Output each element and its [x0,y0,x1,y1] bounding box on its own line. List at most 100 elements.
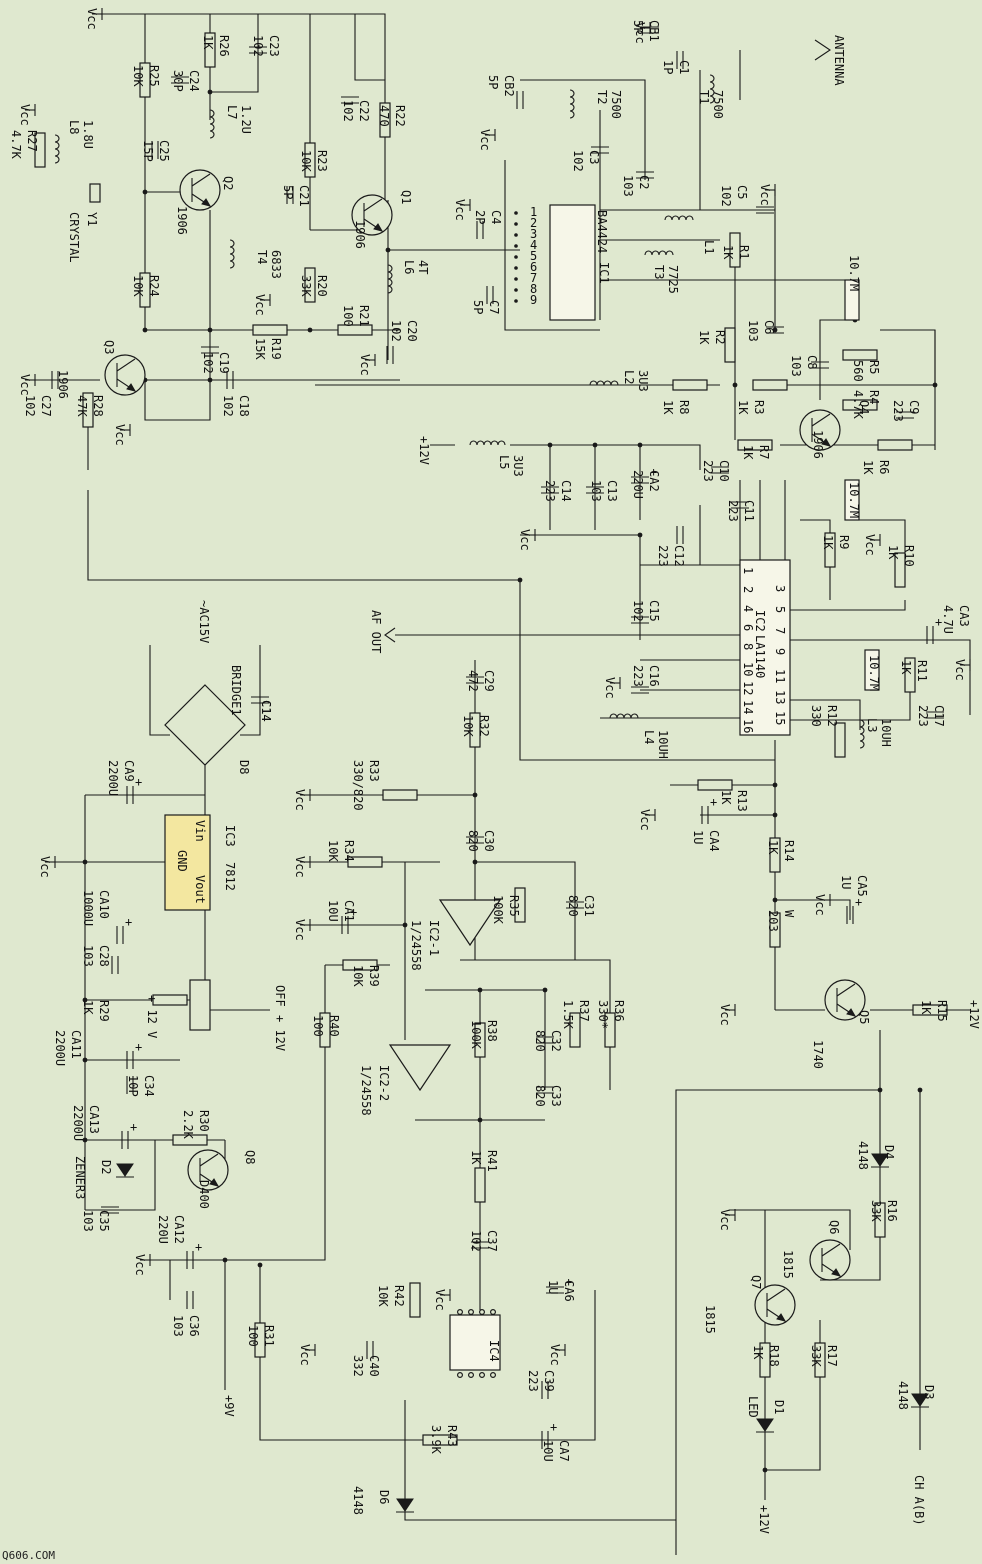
inductor-ref: T1 [697,90,711,104]
capacitor-ref: C2 [637,175,651,189]
capacitor-ref: C7 [487,300,501,314]
vcc-symbol: Vcc [633,22,651,44]
junction-dot [592,442,598,448]
capacitor-ref: C3 [587,150,601,164]
capacitor-ref: CA11 [69,1030,83,1059]
capacitor-ref: C36 [187,1315,201,1337]
vcc-symbol: Vcc [293,919,311,941]
bridge-label: BRIDGE1 [229,665,243,716]
ic2-pin-label: 15 [773,711,787,725]
capacitor-c12 [676,526,684,544]
capacitor-ref: C37 [485,1230,499,1252]
ic4-pin [490,1371,497,1378]
capacitor-ref: C34 [142,1075,156,1097]
resistor-value: 1K [721,245,735,260]
vcc-symbol: Vcc [298,1344,316,1366]
transistor-ref: Q5 [857,1010,871,1024]
transistor-q7 [754,1284,796,1326]
ic2-pin-label: 16 [741,719,755,733]
capacitor-ref: C33 [549,1085,563,1107]
junction-dot [477,987,483,993]
capacitor-ref: C11 [742,500,756,522]
resistor-ref: R35 [507,895,521,917]
capacitor-c24 [171,76,189,84]
resistor-ref: R18 [767,1345,781,1367]
resistor-ref: R31 [262,1325,276,1347]
ic4-body [449,1314,501,1371]
resistor-ref: R15 [935,1000,949,1022]
capacitor-ca11: + [126,1040,142,1069]
junction-dot [542,987,548,993]
opamp-part: 1/24558 [409,920,423,971]
vcc-symbol: Vcc [85,8,103,30]
resistor-value: 100 [341,305,355,327]
resistor-r23 [304,142,316,178]
af-out-label: AF OUT [369,610,383,653]
resistor-value: 47K [75,395,89,417]
ic1-pin [514,211,518,215]
capacitor-value: 102 [221,395,235,417]
resistor-ref: R38 [485,1020,499,1042]
inductor-l2 [589,380,619,386]
vcc-symbol: Vcc [293,856,311,878]
capacitor-value: 103 [621,175,635,197]
ic2-pin-label: 9 [773,648,787,655]
ic4-pin [468,1308,475,1315]
resistor-ref: R29 [97,1000,111,1022]
vcc-symbol: Vcc [718,1004,736,1026]
junction-dot [222,1257,228,1263]
diode-ref: D2 [99,1160,113,1174]
resistor-ref: R43 [445,1425,459,1447]
ic1-pin-label: 6 [530,260,537,274]
resistor-r36 [604,1012,616,1048]
svg-text:Vcc: Vcc [758,184,772,206]
resistor-ref: R8 [677,400,691,414]
inductor-value: 1.2U [239,105,253,134]
wire [210,14,259,93]
ic1-part: BA4424 [595,210,609,253]
capacitor-value: 223 [543,480,557,502]
resistor-r8 [672,379,708,391]
wires [30,13,971,1555]
capacitor-value: 220U [156,1215,170,1244]
capacitor-value: 10U [326,900,340,922]
ic4-pin [490,1308,497,1315]
wire [85,1140,156,1211]
capacitor-c31 [566,901,584,909]
transistor-ref: Q1 [399,190,413,204]
ic1-pin-label: 8 [530,282,537,296]
svg-text:Vcc: Vcc [358,354,372,376]
resistor-ref: R30 [197,1110,211,1132]
wire [404,1400,676,1521]
power-switch[interactable] [189,979,211,1031]
ic2-pin-label: 2 [741,586,755,593]
junction-dot [82,997,88,1003]
transistor-part: 1906 [353,220,367,249]
svg-text:Vcc: Vcc [85,8,99,30]
resistor-ref: R21 [357,305,371,327]
capacitor-value: 2P [473,210,487,224]
resistor-r35 [514,887,526,923]
resistor-r31 [254,1322,266,1358]
ic2-pin-label: 1 [741,567,755,574]
resistor-value: 1K [661,400,675,415]
capacitor-ref: C32 [549,1030,563,1052]
capacitor-ref: CA10 [97,890,111,919]
svg-text:Vcc: Vcc [293,919,307,941]
resistor-r10 [894,552,906,588]
capacitor-c32 [536,1036,554,1044]
svg-text:Vcc: Vcc [548,1344,562,1366]
junction-dot [82,1057,88,1063]
wire [820,1090,881,1281]
resistor-ref: R7 [757,445,771,459]
resistor-r40 [319,1012,331,1048]
inductor-l5 [469,440,506,446]
capacitor-c2 [636,171,654,179]
capacitor-ca4: + [701,795,717,824]
junction-dot [477,1117,483,1123]
diode-ref: D6 [377,1490,391,1504]
capacitor-ca9: + [126,775,142,804]
capacitor-c17 [926,711,944,719]
inductor-l6 [387,264,393,294]
